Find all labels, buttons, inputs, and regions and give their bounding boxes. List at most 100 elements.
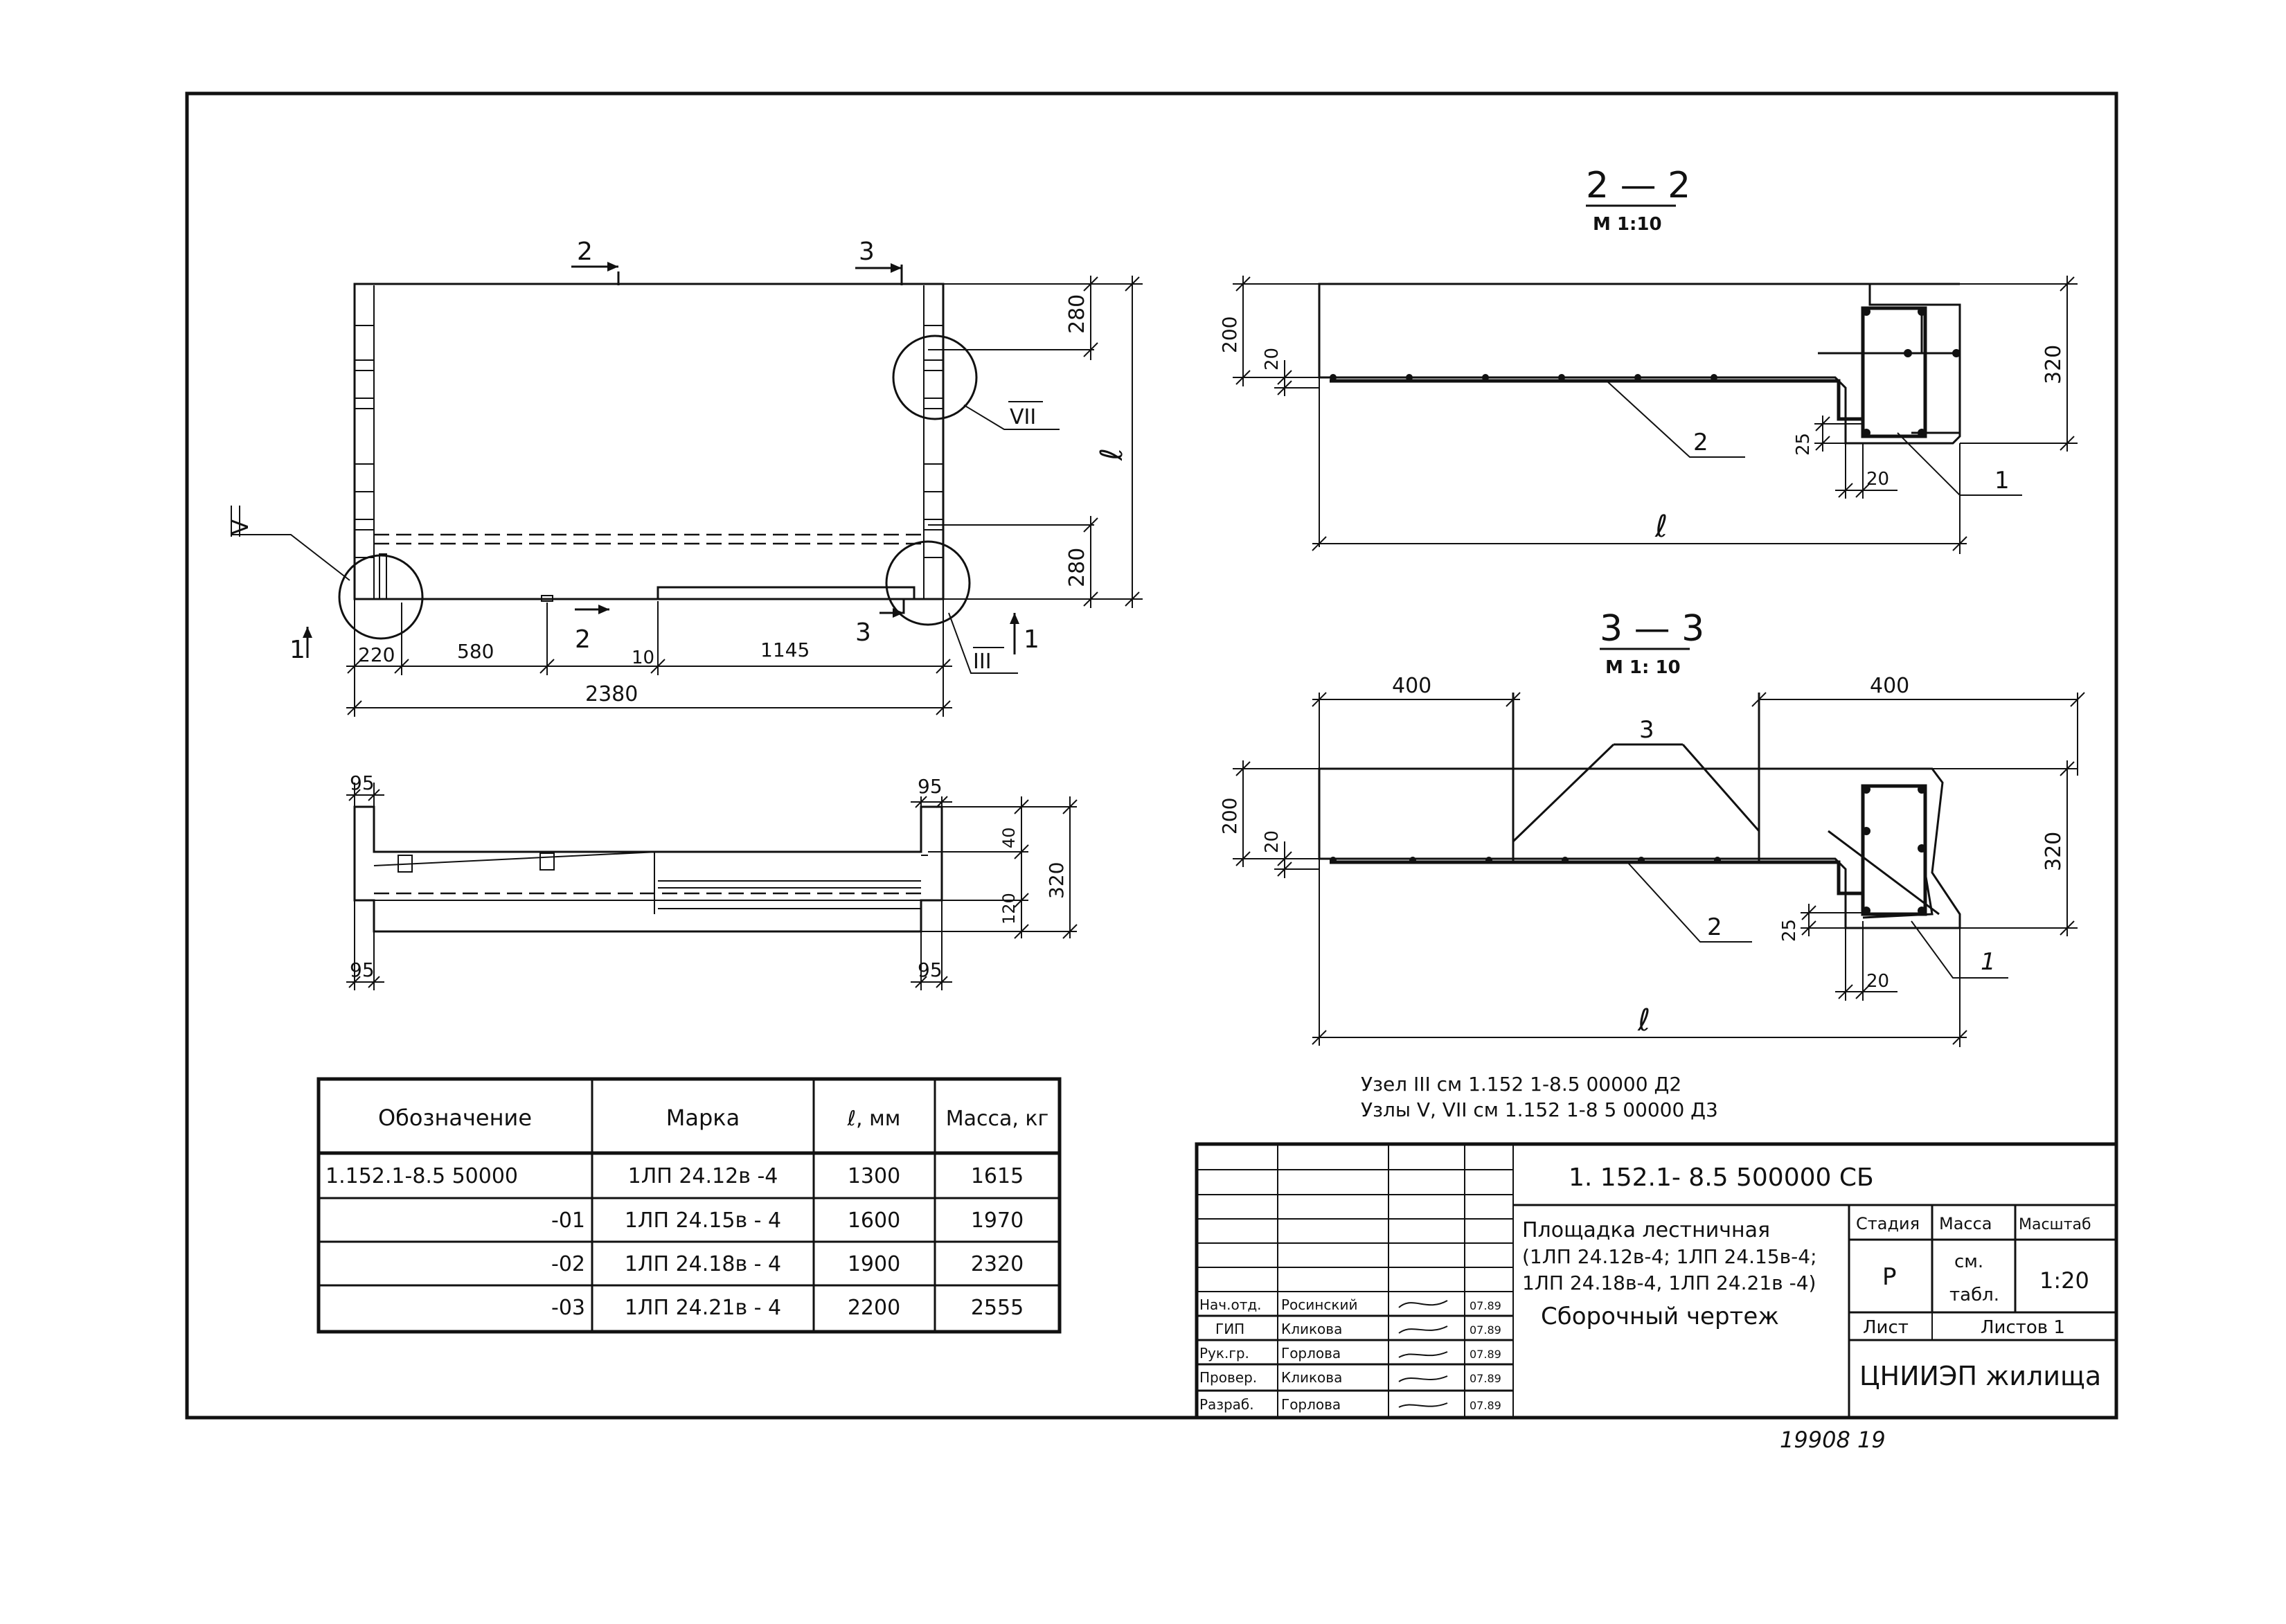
- staff-role: Провер.: [1199, 1369, 1257, 1386]
- spec-cell: 1.152.1-8.5 50000: [325, 1164, 518, 1188]
- spec-header-mass: Масса, кг: [946, 1107, 1049, 1131]
- spec-cell: 1970: [971, 1208, 1024, 1233]
- staff-name: Горлова: [1281, 1345, 1341, 1362]
- table-row: -03 1ЛП 24.21в - 4 2200 2555: [551, 1296, 1024, 1320]
- node-v-circle: [338, 554, 424, 640]
- s22-dim-320: 320: [2042, 345, 2066, 384]
- node-iii-circle: [885, 540, 971, 626]
- spec-cell: 1ЛП 24.15в - 4: [625, 1208, 781, 1233]
- elevation-view: 95 95 95 95 40 120 320: [346, 771, 1078, 990]
- col-mass: Масса: [1939, 1214, 1992, 1233]
- s22-pos-2: 2: [1693, 429, 1708, 456]
- s22-dim-25: 25: [1793, 433, 1814, 456]
- sheets-label: Листов 1: [1981, 1317, 2065, 1338]
- elev-dim-320: 320: [1045, 862, 1068, 899]
- list-item: Рук.гр. Горлова 07.89: [1199, 1345, 1501, 1362]
- table-row: -01 1ЛП 24.15в - 4 1600 1970: [551, 1208, 1024, 1233]
- table-row: 1.152.1-8.5 50000 1ЛП 24.12в -4 1300 161…: [325, 1164, 1024, 1188]
- cut-3-bottom: 3: [855, 618, 871, 647]
- staff-role: Разраб.: [1199, 1396, 1254, 1413]
- node-vii-circle: [892, 334, 978, 420]
- plan-dim-1145: 1145: [760, 639, 810, 661]
- cut-2-bottom: 2: [575, 625, 591, 654]
- s33-dim-400-right: 400: [1870, 674, 1909, 698]
- elev-dim-95-tr: 95: [918, 775, 943, 798]
- elev-dim-95-br: 95: [918, 958, 943, 981]
- spec-cell: 2320: [971, 1252, 1024, 1276]
- list-item: ГИП Кликова 07.89: [1215, 1321, 1501, 1337]
- s22-dim-200: 200: [1218, 316, 1241, 353]
- cut-3-top: 3: [859, 238, 875, 266]
- spec-cell: 1ЛП 24.21в - 4: [625, 1296, 781, 1320]
- spec-table: Обозначение Марка ℓ, мм Масса, кг 1.152.…: [316, 1077, 1062, 1334]
- section-3-3-scale: М 1: 10: [1605, 657, 1681, 678]
- spec-cell: 1ЛП 24.12в -4: [628, 1164, 778, 1188]
- s33-pos-3: 3: [1639, 716, 1654, 744]
- s22-dim-l: ℓ: [1654, 509, 1668, 544]
- title-block: 1. 152.1- 8.5 500000 СБ Площадка лестнич…: [1195, 1142, 2118, 1420]
- spec-cell: 2200: [848, 1296, 900, 1320]
- s22-dim-20-h: 20: [1866, 469, 1889, 490]
- elev-dim-95-tl: 95: [350, 771, 375, 794]
- staff-name: Горлова: [1281, 1396, 1341, 1413]
- s33-pos-2: 2: [1707, 913, 1722, 941]
- s22-dim-20-v: 20: [1262, 348, 1283, 371]
- cut-1-right: 1: [1024, 625, 1039, 654]
- spec-header-designation: Обозначение: [378, 1105, 532, 1131]
- doc-name-line1: Площадка лестничная: [1522, 1218, 1770, 1242]
- elev-dim-120: 120: [999, 893, 1019, 925]
- spec-header-mark: Марка: [666, 1105, 740, 1131]
- list-item: Провер. Кликова 07.89: [1199, 1369, 1501, 1386]
- elev-dim-95-bl: 95: [350, 958, 375, 981]
- section-2-2: 2 — 2 М 1:10 200 20 320 25 20: [1218, 165, 2078, 554]
- s22-pos-1: 1: [1994, 467, 2010, 494]
- spec-cell: 1615: [971, 1164, 1024, 1188]
- plan-dim-280-top: 280: [1065, 294, 1089, 334]
- mass-value-2: табл.: [1949, 1285, 1999, 1305]
- s33-dim-25: 25: [1779, 919, 1800, 942]
- doc-name-line3: 1ЛП 24.18в-4, 1ЛП 24.21в -4): [1522, 1271, 1816, 1294]
- plan-dim-280-bottom: 280: [1065, 548, 1089, 587]
- staff-date: 07.89: [1470, 1348, 1501, 1361]
- spec-cell: 2555: [971, 1296, 1024, 1320]
- s33-dim-20-h: 20: [1866, 971, 1889, 992]
- staff-date: 07.89: [1470, 1399, 1501, 1412]
- staff-name: Кликова: [1281, 1321, 1342, 1337]
- mass-value-1: см.: [1954, 1251, 1983, 1272]
- staff-name: Кликова: [1281, 1369, 1342, 1386]
- section-3-3-title: 3 — 3: [1600, 608, 1704, 650]
- org-name: ЦНИИЭП жилища: [1859, 1361, 2101, 1391]
- spec-cell: 1600: [848, 1208, 900, 1233]
- spec-cell: 1ЛП 24.18в - 4: [625, 1252, 781, 1276]
- col-stage: Стадия: [1856, 1214, 1920, 1233]
- doc-name-line2: (1ЛП 24.12в-4; 1ЛП 24.15в-4;: [1522, 1245, 1817, 1268]
- s33-dim-l: ℓ: [1637, 1003, 1650, 1038]
- staff-date: 07.89: [1470, 1299, 1501, 1312]
- cut-1-left: 1: [289, 636, 305, 664]
- table-row: -02 1ЛП 24.18в - 4 1900 2320: [551, 1252, 1024, 1276]
- stage-value: Р: [1882, 1263, 1897, 1291]
- node-iii-label: III: [973, 650, 992, 674]
- staff-date: 07.89: [1470, 1323, 1501, 1337]
- plan-dim-l: ℓ: [1094, 448, 1129, 461]
- staff-role: Рук.гр.: [1199, 1345, 1249, 1362]
- plan-dim-220: 220: [358, 643, 395, 666]
- staff-role: ГИП: [1215, 1321, 1244, 1337]
- spec-cell: -02: [551, 1252, 585, 1276]
- sheet-frame: [185, 91, 2118, 1420]
- doc-code: 1. 152.1- 8.5 500000 СБ: [1569, 1163, 1874, 1192]
- s33-dim-400-left: 400: [1392, 674, 1431, 698]
- sheet-label: Лист: [1863, 1317, 1909, 1338]
- node-vii-label: VII: [1010, 405, 1036, 429]
- staff-name: Росинский: [1281, 1296, 1357, 1313]
- spec-cell: -01: [551, 1208, 585, 1233]
- plan-dim-10: 10: [632, 648, 654, 668]
- archive-number: 19908 19: [1780, 1427, 1886, 1453]
- note-node-iii: Узел III см 1.152 1-8.5 00000 Д2: [1361, 1073, 1681, 1096]
- s33-dim-320: 320: [2042, 832, 2066, 871]
- staff-date: 07.89: [1470, 1372, 1501, 1385]
- col-scale: Масштаб: [2019, 1216, 2091, 1233]
- section-3-3: 3 — 3 М 1: 10 400 400 3 200 20: [1218, 608, 2085, 1047]
- plan-dim-580: 580: [457, 640, 494, 663]
